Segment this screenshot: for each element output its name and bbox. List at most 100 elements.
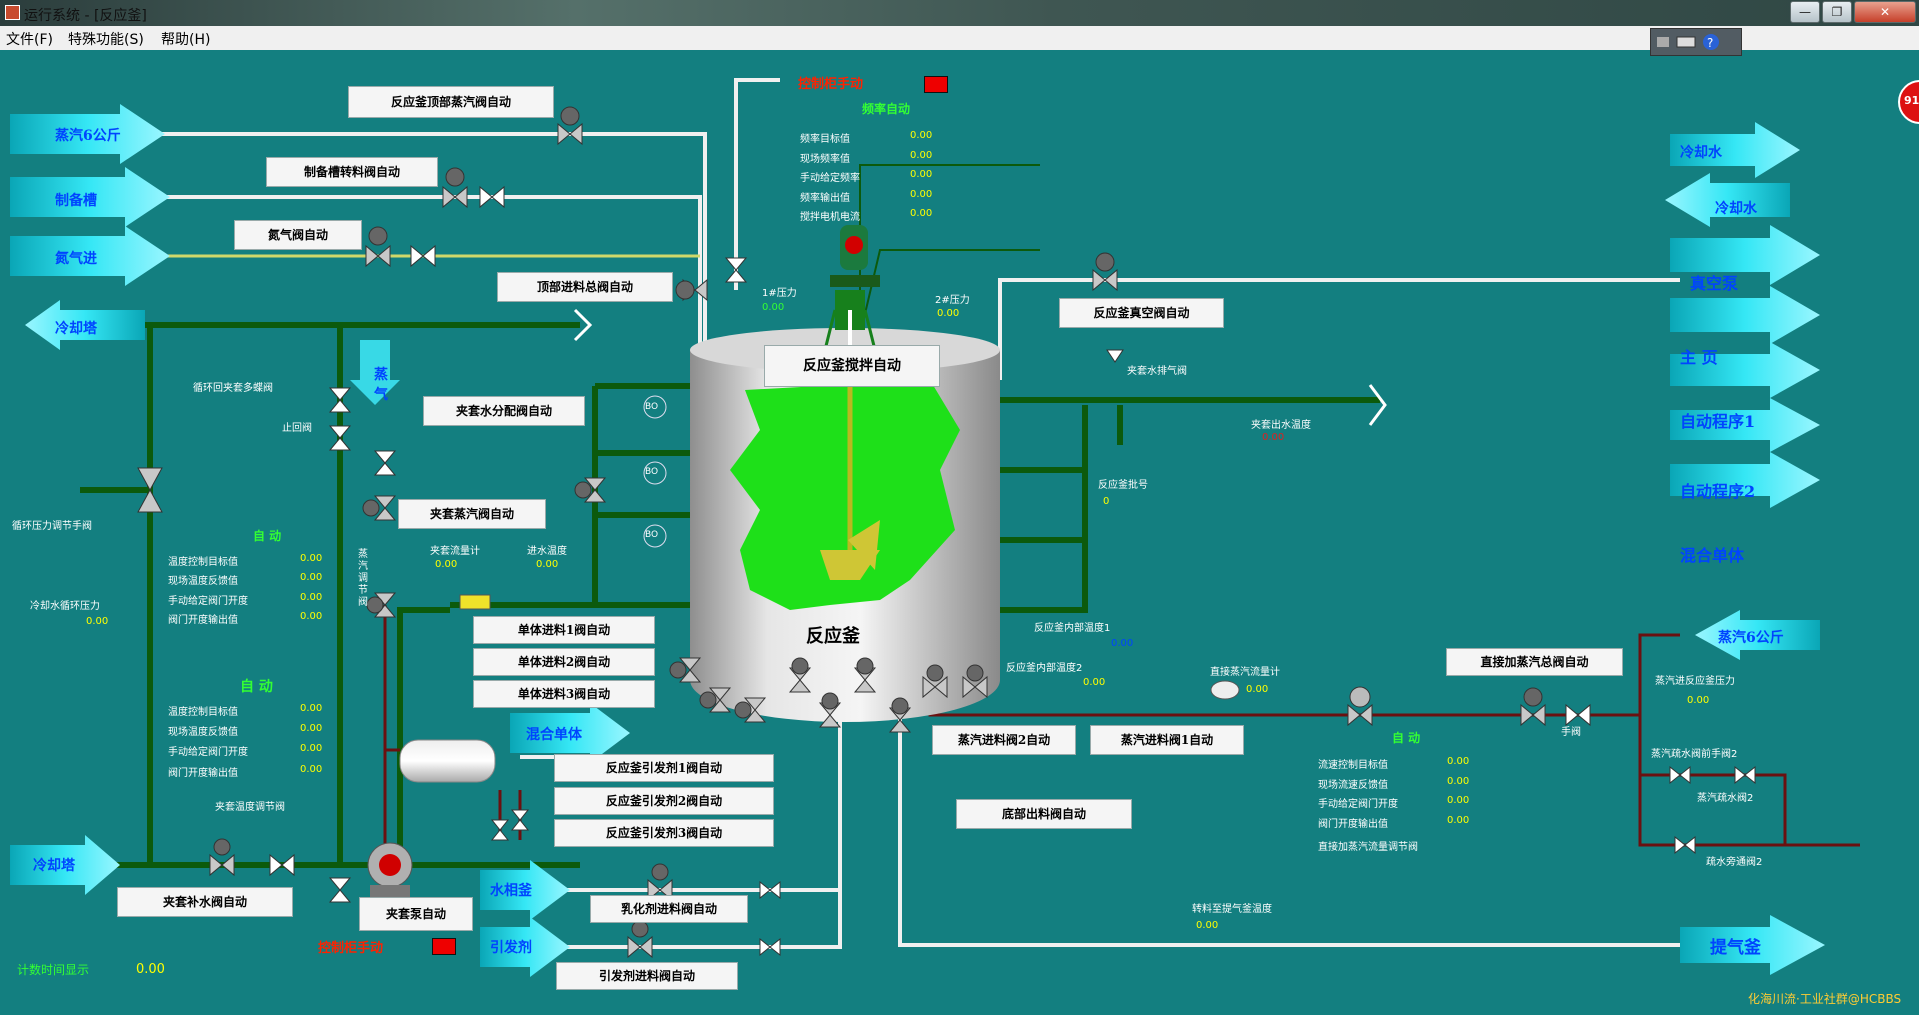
jacket-flowmeter-value: 0.00 (435, 559, 458, 570)
initiator-valve-1-button[interactable]: 反应釜引发剂1阀自动 (554, 754, 774, 782)
arrow-water-phase[interactable]: 水相釜 (490, 883, 532, 899)
temp1-value: 0.00 (300, 611, 323, 622)
stirrer-auto-button[interactable]: 反应釜搅拌自动 (764, 345, 940, 387)
menu-file[interactable]: 文件(F) (6, 32, 53, 48)
direct-steam-main-valve-button[interactable]: 直接加蒸汽总阀自动 (1446, 648, 1623, 676)
left-arrows (10, 104, 630, 977)
temp2-label: 温度控制目标值 (168, 707, 238, 718)
temp1-label: 现场温度反馈值 (168, 576, 238, 587)
freq-value: 0.00 (910, 208, 933, 219)
arrow-steam6-right[interactable]: 蒸汽6公斤 (1718, 630, 1784, 646)
arrow-nitrogen-in[interactable]: 氮气进 (55, 251, 97, 267)
steam-regulating-valve-label: 蒸 汽 调 节 阀 (358, 549, 368, 608)
maximize-button[interactable]: ❐ (1822, 1, 1852, 23)
flow-label: 流速控制目标值 (1318, 760, 1388, 771)
help-icon (1703, 34, 1719, 50)
flow-label: 现场流速反馈值 (1318, 780, 1388, 791)
monomer-feed-3-button[interactable]: 单体进料3阀自动 (473, 680, 655, 708)
freq-label: 频率目标值 (800, 134, 850, 145)
arrow-vacuum-pump[interactable]: 真空泵 (1690, 274, 1739, 293)
title-bar: 运行系统 - [反应釜] — ❐ ✕ (0, 0, 1919, 26)
direct-steam-flowmeter-label: 直接蒸汽流量计 (1210, 667, 1280, 678)
temp2-label: 手动给定阀门开度 (168, 747, 248, 758)
temp2-value: 0.00 (300, 723, 323, 734)
freq-label: 手动给定频率 (800, 173, 860, 184)
control-cabinet-indicator-bottom[interactable] (432, 938, 456, 955)
nitrogen-valve-button[interactable]: 氮气阀自动 (234, 220, 362, 250)
prep-tank-valve-button[interactable]: 制备槽转料阀自动 (266, 157, 438, 187)
steam-drain-front-hand-valve-2-label: 蒸汽疏水阀前手阀2 (1651, 749, 1738, 760)
internal-temp-2-label: 反应釜内部温度2 (1006, 663, 1083, 674)
alarm-badge[interactable]: 91 (1904, 94, 1919, 107)
menu-bar: 文件(F) 特殊功能(S) 帮助(H) (0, 26, 1919, 50)
close-button[interactable]: ✕ (1854, 1, 1916, 23)
flow-value: 0.00 (1447, 776, 1470, 787)
nav-auto-program-1[interactable]: 自动程序1 (1680, 412, 1756, 431)
jacket-outlet-temp-value: 0.00 (1262, 432, 1285, 443)
steam-feed-2-button[interactable]: 蒸汽进料阀2自动 (932, 725, 1076, 755)
arrow-mix-monomer-in[interactable]: 混合单体 (526, 727, 582, 743)
arrow-cooling-tower-bottom[interactable]: 冷却塔 (33, 858, 75, 874)
initiator-valve-2-button[interactable]: 反应釜引发剂2阀自动 (554, 787, 774, 815)
monomer-feed-2-button[interactable]: 单体进料2阀自动 (473, 648, 655, 676)
white-pipes (140, 78, 1690, 949)
jacket-temp-regulating-valve-label: 夹套温度调节阀 (215, 802, 285, 813)
arrow-cooling-water-1[interactable]: 冷却水 (1680, 145, 1722, 161)
bottom-discharge-button[interactable]: 底部出料阀自动 (956, 799, 1132, 829)
arrow-cooling-water-2[interactable]: 冷却水 (1715, 201, 1757, 217)
temp1-label: 阀门开度输出值 (168, 615, 238, 626)
top-steam-valve-button[interactable]: 反应釜顶部蒸汽阀自动 (348, 86, 554, 118)
menu-help[interactable]: 帮助(H) (161, 32, 211, 48)
temp1-value: 0.00 (300, 592, 323, 603)
cooling-water-loop-pressure-label: 冷却水循环压力 (30, 601, 100, 612)
arrow-steam6[interactable]: 蒸汽6公斤 (55, 128, 121, 144)
freq-panel-title[interactable]: 频率自动 (862, 102, 911, 116)
arrow-cooling-tower-top[interactable]: 冷却塔 (55, 321, 97, 337)
freq-value: 0.00 (910, 189, 933, 200)
jacket-pump-button[interactable]: 夹套泵自动 (359, 897, 473, 931)
jacket-tank (399, 739, 496, 783)
emulsifier-feed-button[interactable]: 乳化剂进料阀自动 (590, 895, 748, 923)
vacuum-valve-button[interactable]: 反应釜真空阀自动 (1059, 298, 1224, 328)
steam-feed-1-button[interactable]: 蒸汽进料阀1自动 (1090, 725, 1244, 755)
app-icon (5, 5, 20, 20)
jacket-water-distribution-valve-button[interactable]: 夹套水分配阀自动 (423, 396, 585, 426)
watermark: 化海川流·工业社群@HCBBS (1748, 992, 1902, 1006)
monomer-feed-1-button[interactable]: 单体进料1阀自动 (473, 616, 655, 644)
top-feed-main-valve-button[interactable]: 顶部进料总阀自动 (497, 272, 673, 302)
jacket-makeup-water-button[interactable]: 夹套补水阀自动 (117, 887, 293, 917)
menu-special[interactable]: 特殊功能(S) (68, 32, 144, 48)
internal-temp-1-label: 反应釜内部温度1 (1034, 623, 1111, 634)
arrow-prep-tank[interactable]: 制备槽 (55, 193, 97, 209)
flow-panel-title[interactable]: 自 动 (1392, 731, 1421, 745)
initiator-feed-button[interactable]: 引发剂进料阀自动 (556, 962, 738, 990)
flow-label: 阀门开度输出值 (1318, 819, 1388, 830)
reactor-vessel (690, 328, 1000, 722)
control-cabinet-manual-top: 控制柜手动 (798, 77, 864, 92)
svg-text:?: ? (1707, 36, 1713, 50)
jacket-steam-valve-button[interactable]: 夹套蒸汽阀自动 (398, 499, 546, 529)
freq-value: 0.00 (910, 169, 933, 180)
jacket-vent-valve-label: 夹套水排气阀 (1127, 366, 1187, 377)
control-cabinet-indicator-top[interactable] (924, 76, 948, 93)
flow-label: 手动给定阀门开度 (1318, 799, 1398, 810)
temp2-value: 0.00 (300, 743, 323, 754)
arrow-stripping-kettle[interactable]: 提气釜 (1710, 938, 1761, 958)
arrow-initiator[interactable]: 引发剂 (490, 940, 532, 956)
nav-auto-program-2[interactable]: 自动程序2 (1680, 482, 1756, 501)
grip-icon (1657, 37, 1669, 47)
temp-panel-2-title[interactable]: 自 动 (240, 679, 273, 695)
nav-mix-monomer[interactable]: 混合单体 (1680, 546, 1745, 565)
check-valve-label: 止回阀 (282, 423, 312, 434)
toolbar-widget[interactable]: ? (1650, 28, 1742, 56)
nav-home[interactable]: 主 页 (1680, 348, 1718, 367)
temp2-value: 0.00 (300, 703, 323, 714)
minimize-button[interactable]: — (1790, 1, 1820, 23)
temp-panel-1-title[interactable]: 自 动 (253, 529, 282, 543)
initiator-valve-3-button[interactable]: 反应釜引发剂3阀自动 (554, 819, 774, 847)
jacket-pump (367, 842, 413, 897)
steam-in-reactor-pressure-label: 蒸汽进反应釜压力 (1655, 676, 1735, 687)
batch-number-label: 反应釜批号 (1098, 480, 1148, 491)
timer-value: 0.00 (136, 962, 165, 977)
steam-vertical-label: 蒸 气 (374, 367, 388, 403)
